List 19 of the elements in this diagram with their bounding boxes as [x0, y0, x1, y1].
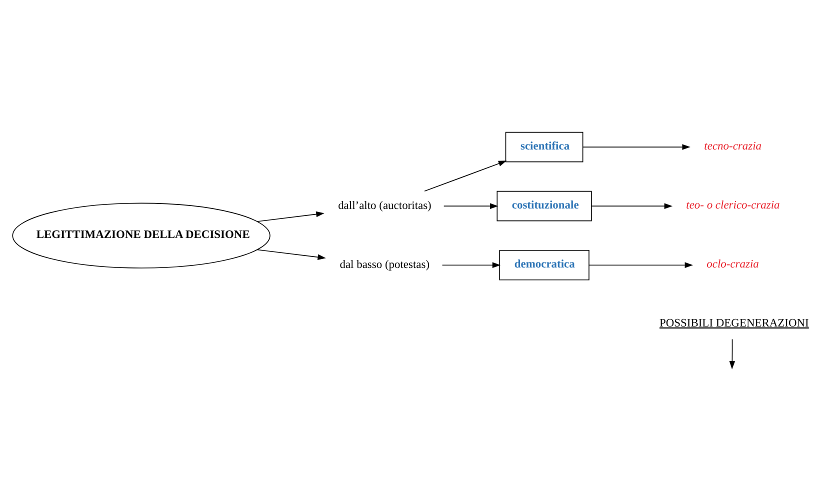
node-text: tecno-crazia [704, 140, 762, 152]
arrow [588, 262, 694, 268]
node-text: POSSIBILI DEGENERAZIONI [659, 316, 809, 329]
node-text: dal basso (potestas) [340, 258, 430, 271]
node-box: costituzionale [496, 190, 592, 221]
arrow [591, 202, 673, 208]
arrow [582, 144, 690, 150]
arrow [729, 338, 736, 369]
arrow [256, 210, 324, 222]
node-text: dall’alto (auctoritas) [338, 200, 432, 212]
node-text: teo- o clerico-crazia [686, 198, 780, 211]
arrow [256, 248, 326, 260]
node-text: oclo-crazia [706, 258, 759, 270]
arrow [424, 160, 507, 192]
node-box: scientifica [505, 131, 584, 162]
arrow [442, 262, 501, 268]
arrow [443, 202, 498, 208]
node-ellipse: LEGITTIMAZIONE DELLA DECISIONE [12, 202, 270, 268]
node-box: democratica [499, 249, 590, 280]
